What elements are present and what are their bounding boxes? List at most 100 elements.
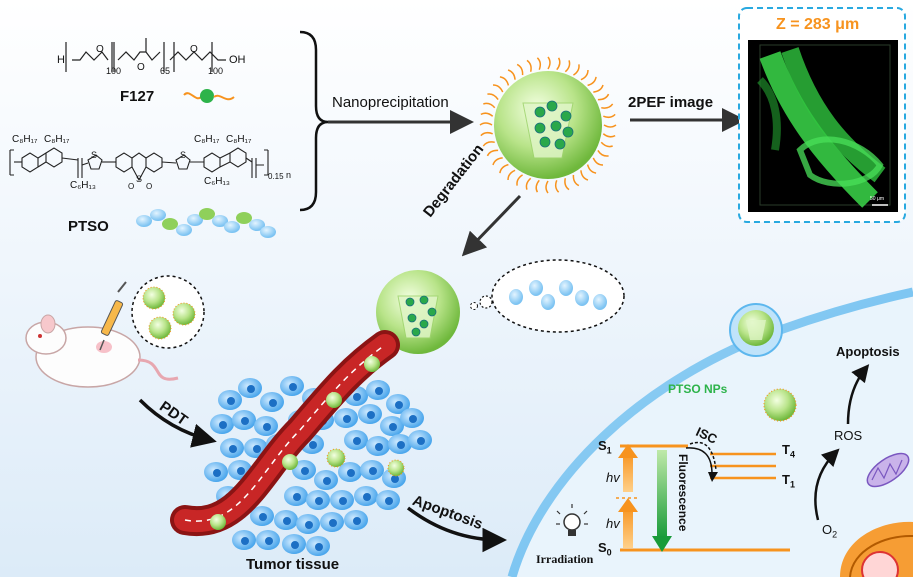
tumor-cell-nucleus xyxy=(363,493,371,501)
np-fringe-strand xyxy=(587,76,597,87)
ptso-c8h17-2: C₈H₁₇ xyxy=(44,134,70,145)
np-fringe-strand xyxy=(564,178,570,191)
np-fringe-strand xyxy=(545,180,549,194)
np-fringe-strand xyxy=(573,64,580,76)
mitochondrion-icon xyxy=(866,452,910,488)
np-fringe-strand xyxy=(526,59,532,72)
tumor-cell-nucleus xyxy=(353,437,361,445)
tumor-cell-nucleus xyxy=(397,441,405,449)
tumor-cell-nucleus xyxy=(375,387,383,395)
np-fringe-strand xyxy=(507,69,516,80)
bulb-icon xyxy=(556,504,588,536)
t1-sub: 1 xyxy=(789,479,795,490)
tumor-cell-nucleus xyxy=(339,497,347,505)
np-fringe-strand xyxy=(586,164,597,174)
tumor-cells xyxy=(204,374,432,556)
np-fringe-strand xyxy=(603,124,617,128)
ptso-c8h17-3: C₈H₁₇ xyxy=(194,134,220,145)
np-fringe-strand xyxy=(499,163,509,174)
np-fringe-strand xyxy=(492,157,503,166)
ros-to-apoptosis-arrow xyxy=(846,364,870,425)
tumor-cell-nucleus xyxy=(353,393,361,401)
t4-sub: 4 xyxy=(789,449,795,460)
np-at-membrane xyxy=(729,303,783,357)
t1-text: T xyxy=(782,472,790,487)
f127-h: H xyxy=(57,54,65,66)
np-fringe-strand xyxy=(580,170,589,181)
mouse-np-bubble xyxy=(131,275,205,349)
s1-label: S1 xyxy=(598,438,612,456)
hv-top-label: hv xyxy=(606,470,620,485)
tumor-cell-nucleus xyxy=(241,417,249,425)
np-fringe-strand xyxy=(556,57,561,71)
energy-diagram xyxy=(616,441,790,552)
tumor-cell-nucleus xyxy=(329,519,337,527)
s1-text: S xyxy=(598,438,607,453)
f127-oh: OH xyxy=(229,54,246,66)
f127-o3: O xyxy=(190,44,198,55)
np-fringe-strand xyxy=(536,57,542,70)
s0-text: S xyxy=(598,540,607,555)
np-fringe-strand xyxy=(597,93,610,101)
s0-label: S0 xyxy=(598,540,612,558)
ptso-s2: S xyxy=(180,150,187,160)
tumor-cell-nucleus xyxy=(237,467,245,475)
tumor-cell-nucleus xyxy=(369,467,377,475)
np-fringe-strand xyxy=(601,103,614,109)
tumor-cell-nucleus xyxy=(389,423,397,431)
f127-structure xyxy=(65,38,226,72)
np-fringe-strand xyxy=(483,102,496,109)
tumor-cell-nucleus xyxy=(213,469,221,477)
tumor-cell-nucleus xyxy=(391,475,399,483)
tumor-cell-nucleus xyxy=(229,445,237,453)
tumor-cell-nucleus xyxy=(247,385,255,393)
np-fringe-strand xyxy=(547,56,551,70)
tumor-cell-nucleus xyxy=(241,537,249,545)
ptso-c6h13-1: C₆H₁₃ xyxy=(70,180,96,191)
scale-bar-label: 50 μm xyxy=(870,196,884,202)
degraded-beads-bubble xyxy=(470,259,625,333)
f127-o1: O xyxy=(96,44,104,55)
nanoprecipitation-label: Nanoprecipitation xyxy=(332,94,449,111)
ptso-n: n xyxy=(286,170,292,180)
brace xyxy=(299,30,329,212)
z-value-label: Z = 283 μm xyxy=(776,16,860,33)
np-fringe-strand xyxy=(492,84,504,93)
ptso-c8h17-1: C₈H₁₇ xyxy=(12,134,38,145)
blood-vessel xyxy=(170,330,405,537)
tumor-cell-nucleus xyxy=(309,441,317,449)
f127-n100b: 100 xyxy=(208,66,224,76)
np-fringe-strand xyxy=(593,84,604,93)
mouse xyxy=(25,314,179,388)
ptso-c8h17-4: C₈H₁₇ xyxy=(226,134,252,145)
np-fringe-strand xyxy=(480,131,493,137)
tumor-cell-nucleus xyxy=(227,397,235,405)
pdt-arrow xyxy=(138,398,217,448)
t4-text: T xyxy=(782,442,790,457)
cell-membrane xyxy=(507,287,913,577)
f127-n65: 65 xyxy=(160,66,171,76)
np-fringe-strand xyxy=(580,69,589,81)
tumor-cell-nucleus xyxy=(395,401,403,409)
np-fringe-strand xyxy=(603,113,616,119)
ptso-o2: O xyxy=(146,182,153,191)
f127-glyph xyxy=(183,89,235,103)
tumor-cell-nucleus xyxy=(283,517,291,525)
np-fringe-strand xyxy=(592,157,604,166)
tumor-cell-nucleus xyxy=(315,543,323,551)
tumor-cell-nucleus xyxy=(315,497,323,505)
ptso-np-inside xyxy=(763,388,797,422)
tumor-cell-nucleus xyxy=(385,497,393,505)
tumor-cell-nucleus xyxy=(269,399,277,407)
np-fringe-strand xyxy=(602,133,616,138)
np-fringe-strand xyxy=(516,63,524,76)
organelle-icon xyxy=(840,521,913,577)
np-fringe-strand xyxy=(480,112,494,117)
np-fringe-strand xyxy=(554,180,560,193)
tumor-cell-nucleus xyxy=(263,423,271,431)
f127-label: F127 xyxy=(120,88,155,105)
fluorescence-label: Fluorescence xyxy=(676,454,690,532)
tumor-tissue-label: Tumor tissue xyxy=(246,556,340,573)
ptso-c6h13-2: C₆H₁₃ xyxy=(204,176,230,187)
np-fringe-strand xyxy=(597,150,609,157)
